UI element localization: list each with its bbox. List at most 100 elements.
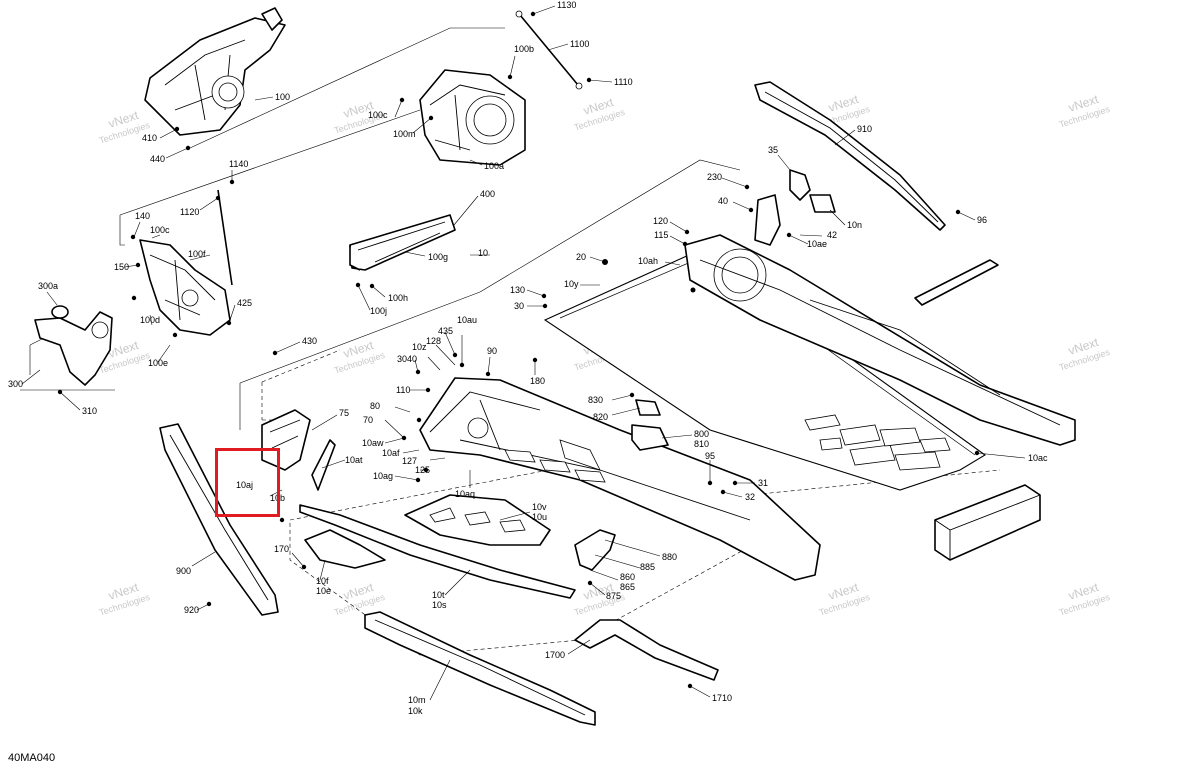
callout-100d: 100d xyxy=(140,315,160,325)
callout-130: 130 xyxy=(510,285,525,295)
callout-20: 20 xyxy=(576,252,586,262)
front-frame-left-bracket xyxy=(139,239,231,336)
callout-875: 875 xyxy=(606,591,621,601)
callout-100c-upper: 100c xyxy=(368,110,388,120)
callout-910: 910 xyxy=(857,124,872,134)
callout-95: 95 xyxy=(705,451,715,461)
callout-32: 32 xyxy=(745,492,755,502)
callout-35: 35 xyxy=(768,145,778,155)
callout-410: 410 xyxy=(142,133,157,143)
callout-100: 100 xyxy=(275,92,290,102)
callout-1710: 1710 xyxy=(712,693,732,703)
leader-lines xyxy=(21,5,1026,701)
suspension-bracket xyxy=(574,529,616,571)
callout-115: 115 xyxy=(654,230,668,240)
callout-830: 830 xyxy=(588,395,603,405)
drawing-code: 40MA040 xyxy=(8,752,56,764)
callout-10s: 10s xyxy=(432,600,447,610)
callout-100m: 100m xyxy=(393,129,416,139)
callout-40: 40 xyxy=(718,196,728,206)
rear-bracket-set xyxy=(754,169,836,246)
callout-100j: 100j xyxy=(370,306,387,316)
callout-230: 230 xyxy=(707,172,722,182)
callout-100b: 100b xyxy=(514,44,534,54)
rear-curved-rail xyxy=(574,619,719,681)
callout-300a: 300a xyxy=(38,281,58,291)
support-rod xyxy=(217,189,233,286)
front-cast-bracket xyxy=(34,305,113,386)
callout-31: 31 xyxy=(758,478,768,488)
callout-1110: 1110 xyxy=(614,77,633,87)
callout-110: 110 xyxy=(396,385,410,395)
cross-rail-small xyxy=(914,259,999,306)
callout-400: 400 xyxy=(480,189,495,199)
callout-96: 96 xyxy=(977,215,987,225)
callout-150: 150 xyxy=(114,262,129,272)
callout-430: 430 xyxy=(302,336,317,346)
callout-300: 300 xyxy=(8,379,23,389)
callout-140: 140 xyxy=(135,211,150,221)
callout-90: 90 xyxy=(487,346,497,356)
callout-10z: 10z xyxy=(412,342,427,352)
callout-800: 800 xyxy=(694,429,709,439)
callout-180: 180 xyxy=(530,376,545,386)
callout-810: 810 xyxy=(694,439,709,449)
callout-10aq: 10aq xyxy=(455,489,475,499)
front-strut xyxy=(159,423,279,616)
callout-10aj: 10aj xyxy=(236,480,253,490)
callout-100c: 100c xyxy=(150,225,170,235)
callout-885: 885 xyxy=(640,562,655,572)
mid-bracket-plate xyxy=(349,214,456,271)
callout-10aw: 10aw xyxy=(362,438,384,448)
callout-10at: 10at xyxy=(345,455,363,465)
callout-1120: 1120 xyxy=(180,207,199,217)
slide-rail-strip xyxy=(299,504,576,599)
callout-10e: 10e xyxy=(316,586,331,596)
rear-side-rail xyxy=(684,234,1076,446)
callout-10ae: 10ae xyxy=(807,239,827,249)
callout-127: 127 xyxy=(402,456,417,466)
callout-10v: 10v xyxy=(532,502,547,512)
highlight-box-10aj xyxy=(215,448,280,517)
front-small-brackets xyxy=(261,409,336,491)
callout-1700: 1700 xyxy=(545,650,565,660)
callout-10au: 10au xyxy=(457,315,477,325)
tunnel-reinforcement-plate xyxy=(404,494,551,546)
callout-865: 865 xyxy=(620,582,635,592)
callout-820: 820 xyxy=(593,412,608,422)
callout-310: 310 xyxy=(82,406,97,416)
tunnel-side-frame xyxy=(419,377,821,581)
callout-860: 860 xyxy=(620,572,635,582)
callout-100f: 100f xyxy=(188,249,206,259)
callout-10t: 10t xyxy=(432,590,445,600)
tunnel-brackets xyxy=(631,399,669,451)
front-skid-plate xyxy=(304,529,386,569)
front-frame-upper-left xyxy=(144,7,286,136)
callout-170: 170 xyxy=(274,544,289,554)
callout-10: 10 xyxy=(478,248,488,258)
callout-75: 75 xyxy=(339,408,349,418)
front-frame-upper-center xyxy=(419,69,526,166)
callout-1140: 1140 xyxy=(229,159,248,169)
callout-30: 30 xyxy=(514,301,524,311)
callout-100h: 100h xyxy=(388,293,408,303)
callout-440: 440 xyxy=(150,154,165,164)
callout-435: 435 xyxy=(438,326,453,336)
callout-100e: 100e xyxy=(148,358,168,368)
callout-10m: 10m xyxy=(408,695,426,705)
callout-10f: 10f xyxy=(316,576,329,586)
callout-80: 80 xyxy=(370,401,380,411)
lower-side-rail xyxy=(364,611,596,726)
callout-10af: 10af xyxy=(382,448,400,458)
callout-10ag: 10ag xyxy=(373,471,393,481)
callout-920: 920 xyxy=(184,605,199,615)
upper-rail-bar xyxy=(754,81,946,231)
callout-425: 425 xyxy=(237,298,252,308)
callout-10ac: 10ac xyxy=(1028,453,1048,463)
callout-125: 125 xyxy=(415,465,430,475)
